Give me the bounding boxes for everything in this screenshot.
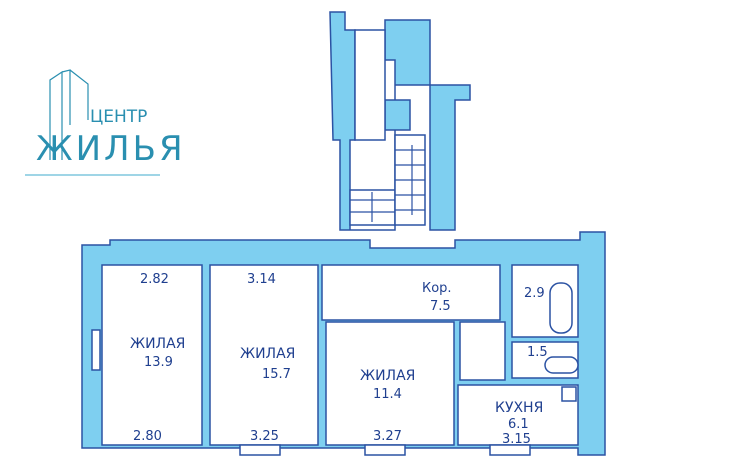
room2-top-dim: 3.14 [247,272,276,287]
kitchen-bottom-dim: 3.15 [502,432,531,447]
stairwell [329,11,471,231]
room2-area: 15.7 [262,367,291,382]
room3-bottom-dim: 3.27 [373,429,402,444]
logo-text-center: ЦЕНТР [90,107,147,127]
labels: 2.82 ЖИЛАЯ 13.9 2.80 3.14 ЖИЛАЯ 15.7 3.2… [130,272,548,447]
room1-bottom-dim: 2.80 [133,429,162,444]
room3-area: 11.4 [373,387,402,402]
corridor-name: Кор. [422,281,452,296]
kitchen-area: 6.1 [508,417,529,432]
kitchen-name: КУХНЯ [495,400,543,416]
toilet-area: 1.5 [527,345,548,360]
room1-top-dim: 2.82 [140,272,169,287]
room1-name: ЖИЛАЯ [130,336,185,352]
apartment [81,231,606,456]
room2-name: ЖИЛАЯ [240,346,295,362]
bathroom-area: 2.9 [524,286,545,301]
corridor-area: 7.5 [430,299,451,314]
logo-text-housing: ЖИЛЬЯ [36,129,186,169]
room2-bottom-dim: 3.25 [250,429,279,444]
logo: ЦЕНТР ЖИЛЬЯ [25,69,186,176]
room3-name: ЖИЛАЯ [360,368,415,384]
room1-area: 13.9 [144,355,173,370]
